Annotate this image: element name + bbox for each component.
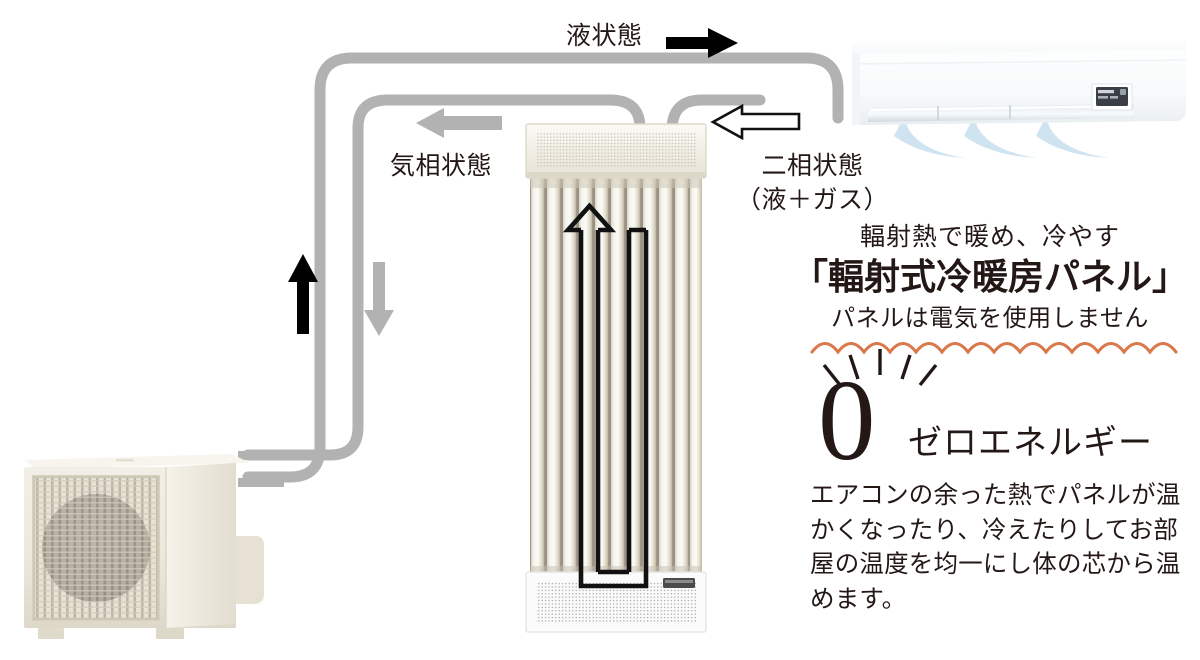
label-two-phase-line1: 二相状態	[761, 152, 864, 180]
callout-subline: パネルは電気を使用しません	[831, 305, 1149, 332]
zero-energy-label: ゼロエネルギー	[908, 423, 1153, 462]
callout-headline-small: 輻射熱で暖め、冷やす	[859, 223, 1120, 251]
callout-headline-big: 「輻射式冷暖房パネル」	[791, 256, 1188, 297]
callout-block: 輻射熱で暖め、冷やす 「輻射式冷暖房パネル」 パネルは電気を使用しません 0 ゼ…	[790, 222, 1190, 618]
radiant-heating-cooling-panel	[525, 123, 707, 633]
label-gas-state: 気相状態	[390, 152, 493, 180]
callout-body-text: エアコンの余った熱でパネルが温かくなったり、冷えたりしてお部屋の温度を均一にし体…	[810, 481, 1181, 614]
spark-lines-icon	[822, 348, 938, 386]
wavy-underline-decoration	[810, 341, 1178, 355]
gas-state-arrow-icon	[416, 108, 502, 138]
air-conditioner-outdoor-unit	[24, 451, 284, 639]
label-two-phase-state: 二相状態 （液＋ガス）	[736, 150, 889, 218]
panel-down-flow-arrow-icon	[364, 262, 394, 336]
zero-energy-digit: 0	[818, 356, 876, 484]
panel-up-flow-arrow-icon	[288, 254, 318, 334]
indoor-unit-airflow-streams	[894, 116, 1110, 158]
label-two-phase-line2: （液＋ガス）	[736, 185, 890, 214]
two-phase-state-arrow-icon	[710, 104, 801, 140]
air-conditioner-indoor-wall-unit	[851, 38, 1187, 158]
liquid-state-arrow-icon	[666, 28, 738, 58]
label-liquid-state: 液状態	[566, 22, 643, 50]
zero-energy-row: 0 ゼロエネルギー	[790, 348, 1190, 478]
